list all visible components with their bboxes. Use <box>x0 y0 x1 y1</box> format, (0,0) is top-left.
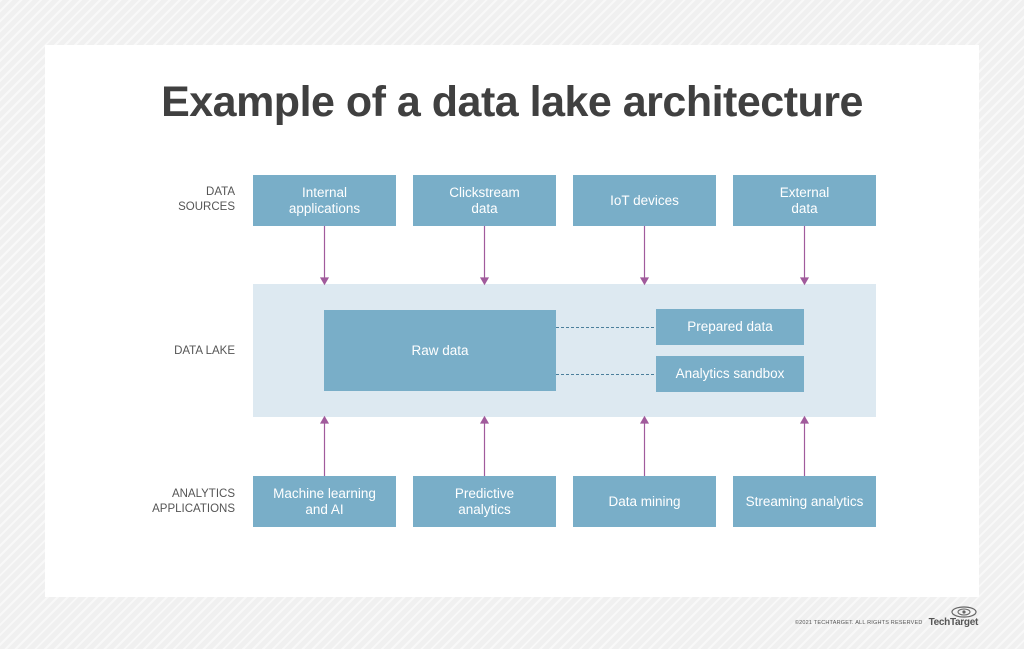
row-label-data-lake: DATA LAKE <box>174 345 235 357</box>
arrowhead-up-icon <box>639 415 650 424</box>
arrowhead-up-icon <box>319 415 330 424</box>
analytics-sandbox-box: Analytics sandbox <box>656 356 804 392</box>
arrowhead-down-icon <box>639 277 650 286</box>
app-streaming-analytics: Streaming analytics <box>733 476 876 527</box>
source-external-data: External data <box>733 175 876 226</box>
app-machine-learning-ai: Machine learning and AI <box>253 476 396 527</box>
source-iot-devices: IoT devices <box>573 175 716 226</box>
prepared-data-box: Prepared data <box>656 309 804 345</box>
arrowhead-down-icon <box>479 277 490 286</box>
footer: ©2021 TECHTARGET. ALL RIGHTS RESERVED Te… <box>795 617 978 628</box>
arrowhead-up-icon <box>799 415 810 424</box>
row-label-analytics-applications: ANALYTICS APPLICATIONS <box>152 488 235 515</box>
raw-data-box: Raw data <box>324 310 556 391</box>
app-predictive-analytics: Predictive analytics <box>413 476 556 527</box>
source-clickstream-data: Clickstream data <box>413 175 556 226</box>
arrowhead-down-icon <box>799 277 810 286</box>
arrowhead-down-icon <box>319 277 330 286</box>
copyright-text: ©2021 TECHTARGET. ALL RIGHTS RESERVED <box>794 619 923 626</box>
app-data-mining: Data mining <box>573 476 716 527</box>
techtarget-logo-icon <box>951 606 977 618</box>
row-label-data-sources: DATA SOURCES <box>178 186 235 213</box>
brand-name: TechTarget <box>928 617 979 628</box>
arrowhead-up-icon <box>479 415 490 424</box>
source-internal-applications: Internal applications <box>253 175 396 226</box>
page-title: Example of a data lake architecture <box>161 78 863 126</box>
